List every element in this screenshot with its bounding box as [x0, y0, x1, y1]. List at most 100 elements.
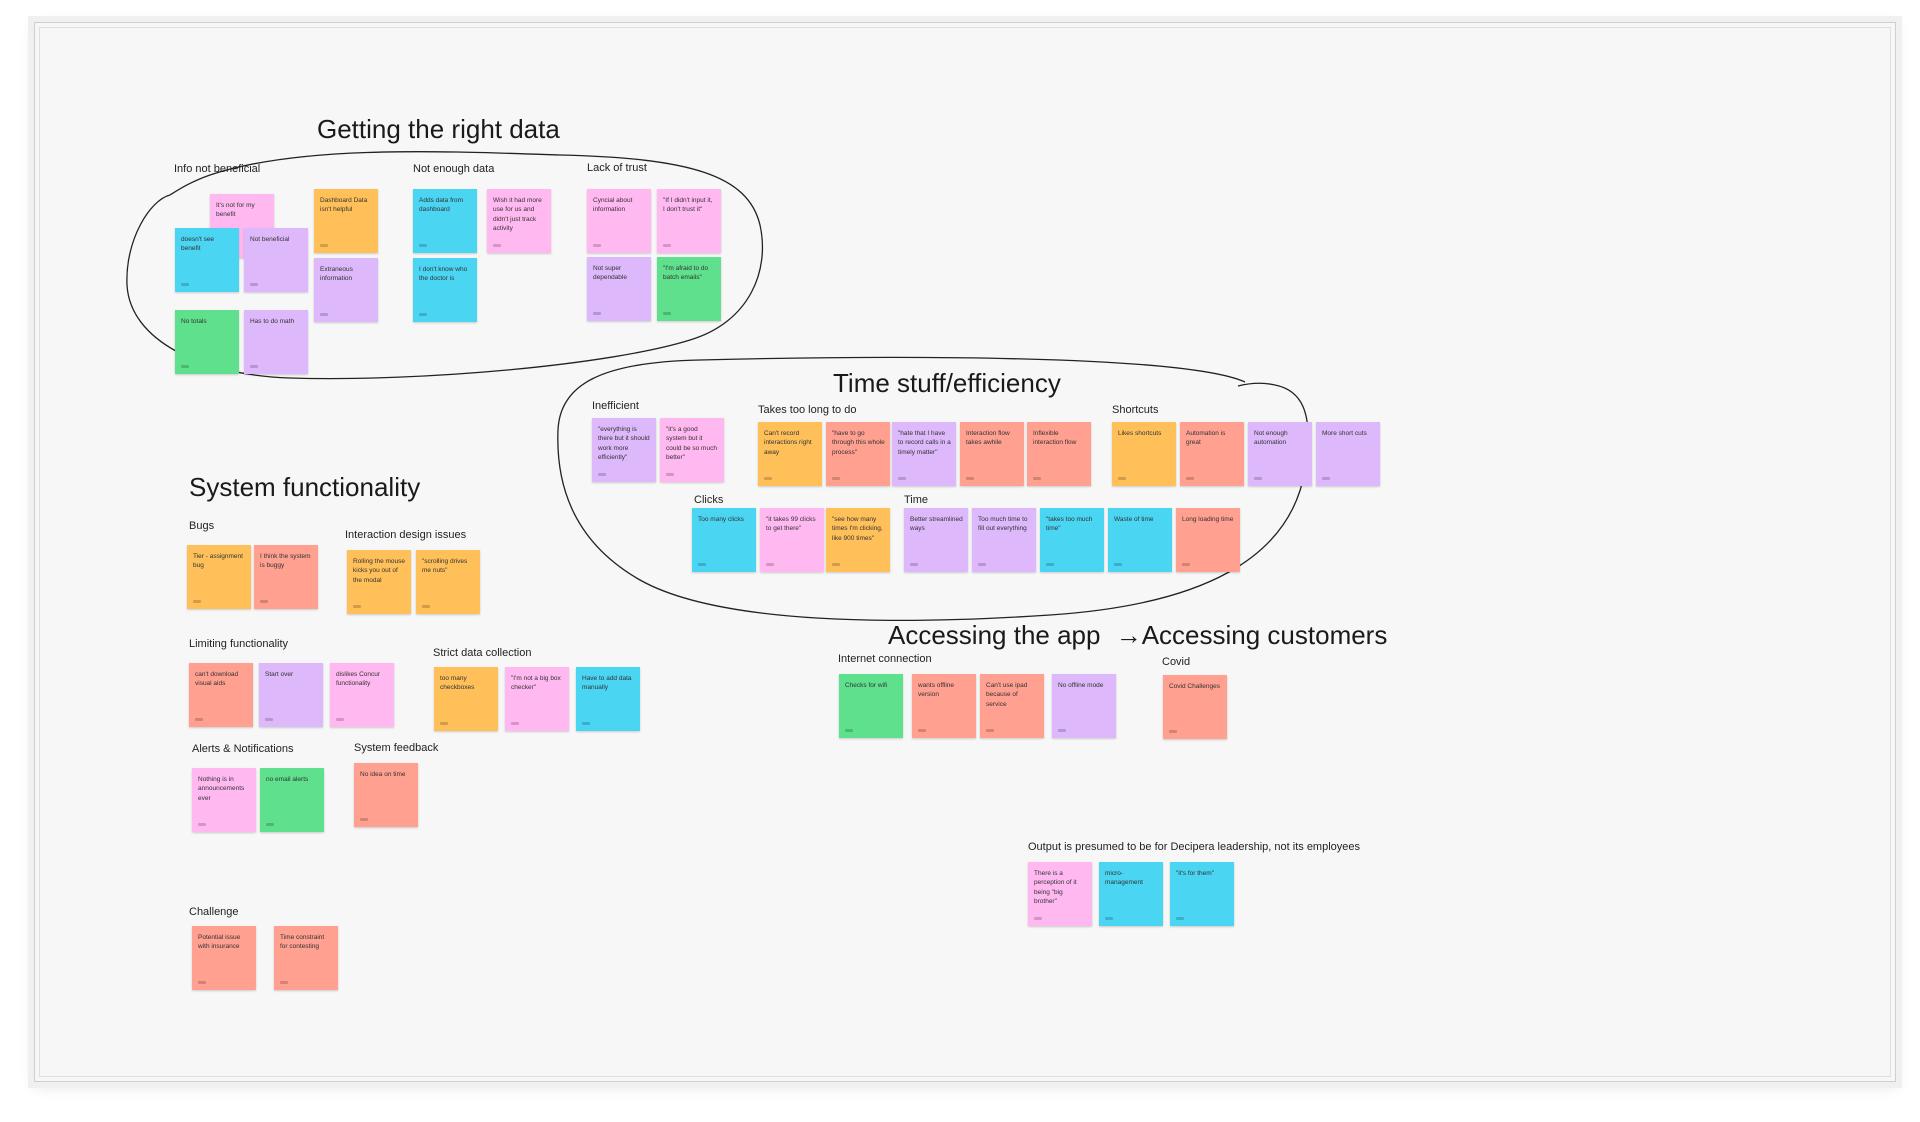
note-author-tag [1118, 477, 1126, 480]
sticky-note[interactable]: Automation is great [1180, 422, 1244, 486]
sticky-note[interactable]: I think the system is buggy [254, 545, 318, 609]
sticky-note[interactable]: Not beneficial [244, 228, 308, 292]
sticky-note[interactable]: Start over [259, 663, 323, 727]
sticky-note[interactable]: Adds data from dashboard [413, 189, 477, 253]
note-author-tag [419, 244, 427, 247]
note-author-tag [422, 605, 430, 608]
sticky-note[interactable]: More short cuts [1316, 422, 1380, 486]
note-text: "it's for them" [1176, 870, 1215, 877]
note-author-tag [320, 244, 328, 247]
note-author-tag [898, 477, 906, 480]
note-text: wants offline version [918, 682, 955, 699]
group-label-inefficient: Inefficient [592, 400, 639, 412]
note-author-tag [1033, 477, 1041, 480]
group-label-clicks: Clicks [694, 494, 724, 506]
sticky-note[interactable]: Covid Challenges [1163, 675, 1227, 739]
note-text: No totals [181, 318, 207, 325]
note-text: Extraneous information [320, 266, 353, 283]
sticky-note[interactable]: There is a perception of it being "big b… [1028, 862, 1092, 926]
section-title-system: System functionality [189, 472, 421, 502]
sticky-note[interactable]: dislikes Concur functionality [330, 663, 394, 727]
sticky-note[interactable]: Inflexible interaction flow [1027, 422, 1091, 486]
sticky-note[interactable]: Potential issue with insurance [192, 926, 256, 990]
note-author-tag [766, 563, 774, 566]
sticky-note[interactable]: No idea on time [354, 763, 418, 827]
sticky-note[interactable]: Not super dependable [587, 257, 651, 321]
note-text: Can't record interactions right away [764, 430, 812, 456]
sticky-note[interactable]: Dashboard Data isn't helpful [314, 189, 378, 253]
sticky-note[interactable]: Can't record interactions right away [758, 422, 822, 486]
sticky-note[interactable]: too many checkboxes [434, 667, 498, 731]
note-text: Better streamlined ways [910, 516, 963, 533]
sticky-note[interactable]: doesn't see benefit [175, 228, 239, 292]
note-author-tag [320, 313, 328, 316]
sticky-note[interactable]: Waste of time [1108, 508, 1172, 572]
sticky-note[interactable]: micro-management [1099, 862, 1163, 926]
group-label-info-not-beneficial: Info not beneficial [174, 163, 261, 175]
sticky-note[interactable]: No offline mode [1052, 674, 1116, 738]
sticky-note[interactable]: Has to do math [244, 310, 308, 374]
note-author-tag [1182, 563, 1190, 566]
sticky-note[interactable]: Checks for wifi [839, 674, 903, 738]
sticky-note[interactable]: I don't know who the doctor is [413, 258, 477, 322]
sticky-note[interactable]: Better streamlined ways [904, 508, 968, 572]
sticky-note[interactable]: "it's a good system but it could be so m… [660, 418, 724, 482]
sticky-note[interactable]: "have to go through this whole process" [826, 422, 890, 486]
sticky-note[interactable]: Long loading time [1176, 508, 1240, 572]
section-title-accessing-app: Accessing the app [888, 620, 1101, 650]
sticky-note[interactable]: no email alerts [260, 768, 324, 832]
note-author-tag [1046, 563, 1054, 566]
sticky-note[interactable]: "If I didn't input it, I don't trust it" [657, 189, 721, 253]
group-label-challenge: Challenge [189, 906, 239, 918]
note-text: doesn't see benefit [181, 236, 215, 253]
sticky-note[interactable]: Have to add data manually [576, 667, 640, 731]
sticky-note[interactable]: Time constraint for contesting [274, 926, 338, 990]
note-author-tag [419, 313, 427, 316]
sticky-note[interactable]: "it takes 99 clicks to get there" [760, 508, 824, 572]
sticky-note[interactable]: Too much time to fill out everything [972, 508, 1036, 572]
sticky-note[interactable]: "it's for them" [1170, 862, 1234, 926]
note-text: Can't use ipad because of service [986, 682, 1028, 708]
sticky-note[interactable]: "scrolling drives me nuts" [416, 550, 480, 614]
sticky-note[interactable]: "everything is there but it should work … [592, 418, 656, 482]
sticky-note[interactable]: "takes too much time" [1040, 508, 1104, 572]
sticky-note[interactable]: Nothing is in announcements ever [192, 768, 256, 832]
note-author-tag [353, 605, 361, 608]
note-author-tag [978, 563, 986, 566]
sticky-note[interactable]: Can't use ipad because of service [980, 674, 1044, 738]
sticky-note[interactable]: "see how many times I'm clicking, like 9… [826, 508, 890, 572]
sticky-note[interactable]: Extraneous information [314, 258, 378, 322]
note-author-tag [966, 477, 974, 480]
note-author-tag [1169, 730, 1177, 733]
sticky-note[interactable]: Likes shortcuts [1112, 422, 1176, 486]
sticky-note[interactable]: Too many clicks [692, 508, 756, 572]
note-author-tag [764, 477, 772, 480]
note-text: Likes shortcuts [1118, 430, 1162, 437]
sticky-note[interactable]: Wish it had more use for us and didn't j… [487, 189, 551, 253]
sticky-note[interactable]: can't download visual aids [189, 663, 253, 727]
note-author-tag [1254, 477, 1262, 480]
sticky-note[interactable]: Tier - assignment bug [187, 545, 251, 609]
board-canvas [39, 27, 1891, 1077]
note-text: "If I didn't input it, I don't trust it" [663, 197, 713, 214]
sticky-note[interactable]: "I'm not a big box checker" [505, 667, 569, 731]
group-label-shortcuts: Shortcuts [1112, 404, 1159, 416]
note-author-tag [280, 981, 288, 984]
sticky-note[interactable]: Interaction flow takes awhile [960, 422, 1024, 486]
sticky-note[interactable]: Rolling the mouse kicks you out of the m… [347, 550, 411, 614]
arrow-icon: → [1115, 620, 1142, 650]
sticky-note[interactable]: No totals [175, 310, 239, 374]
sticky-note[interactable]: Not enough automation [1248, 422, 1312, 486]
note-author-tag [511, 722, 519, 725]
group-label-system-feedback: System feedback [354, 742, 439, 754]
note-author-tag [1114, 563, 1122, 566]
note-author-tag [360, 818, 368, 821]
sticky-note[interactable]: Cyncial about information [587, 189, 651, 253]
note-author-tag [1322, 477, 1330, 480]
sticky-note[interactable]: "I'm afraid to do batch emails" [657, 257, 721, 321]
note-author-tag [440, 722, 448, 725]
note-text: micro-management [1105, 870, 1143, 887]
section-title-time: Time stuff/efficiency [833, 368, 1061, 398]
sticky-note[interactable]: wants offline version [912, 674, 976, 738]
sticky-note[interactable]: "hate that I have to record calls in a t… [892, 422, 956, 486]
